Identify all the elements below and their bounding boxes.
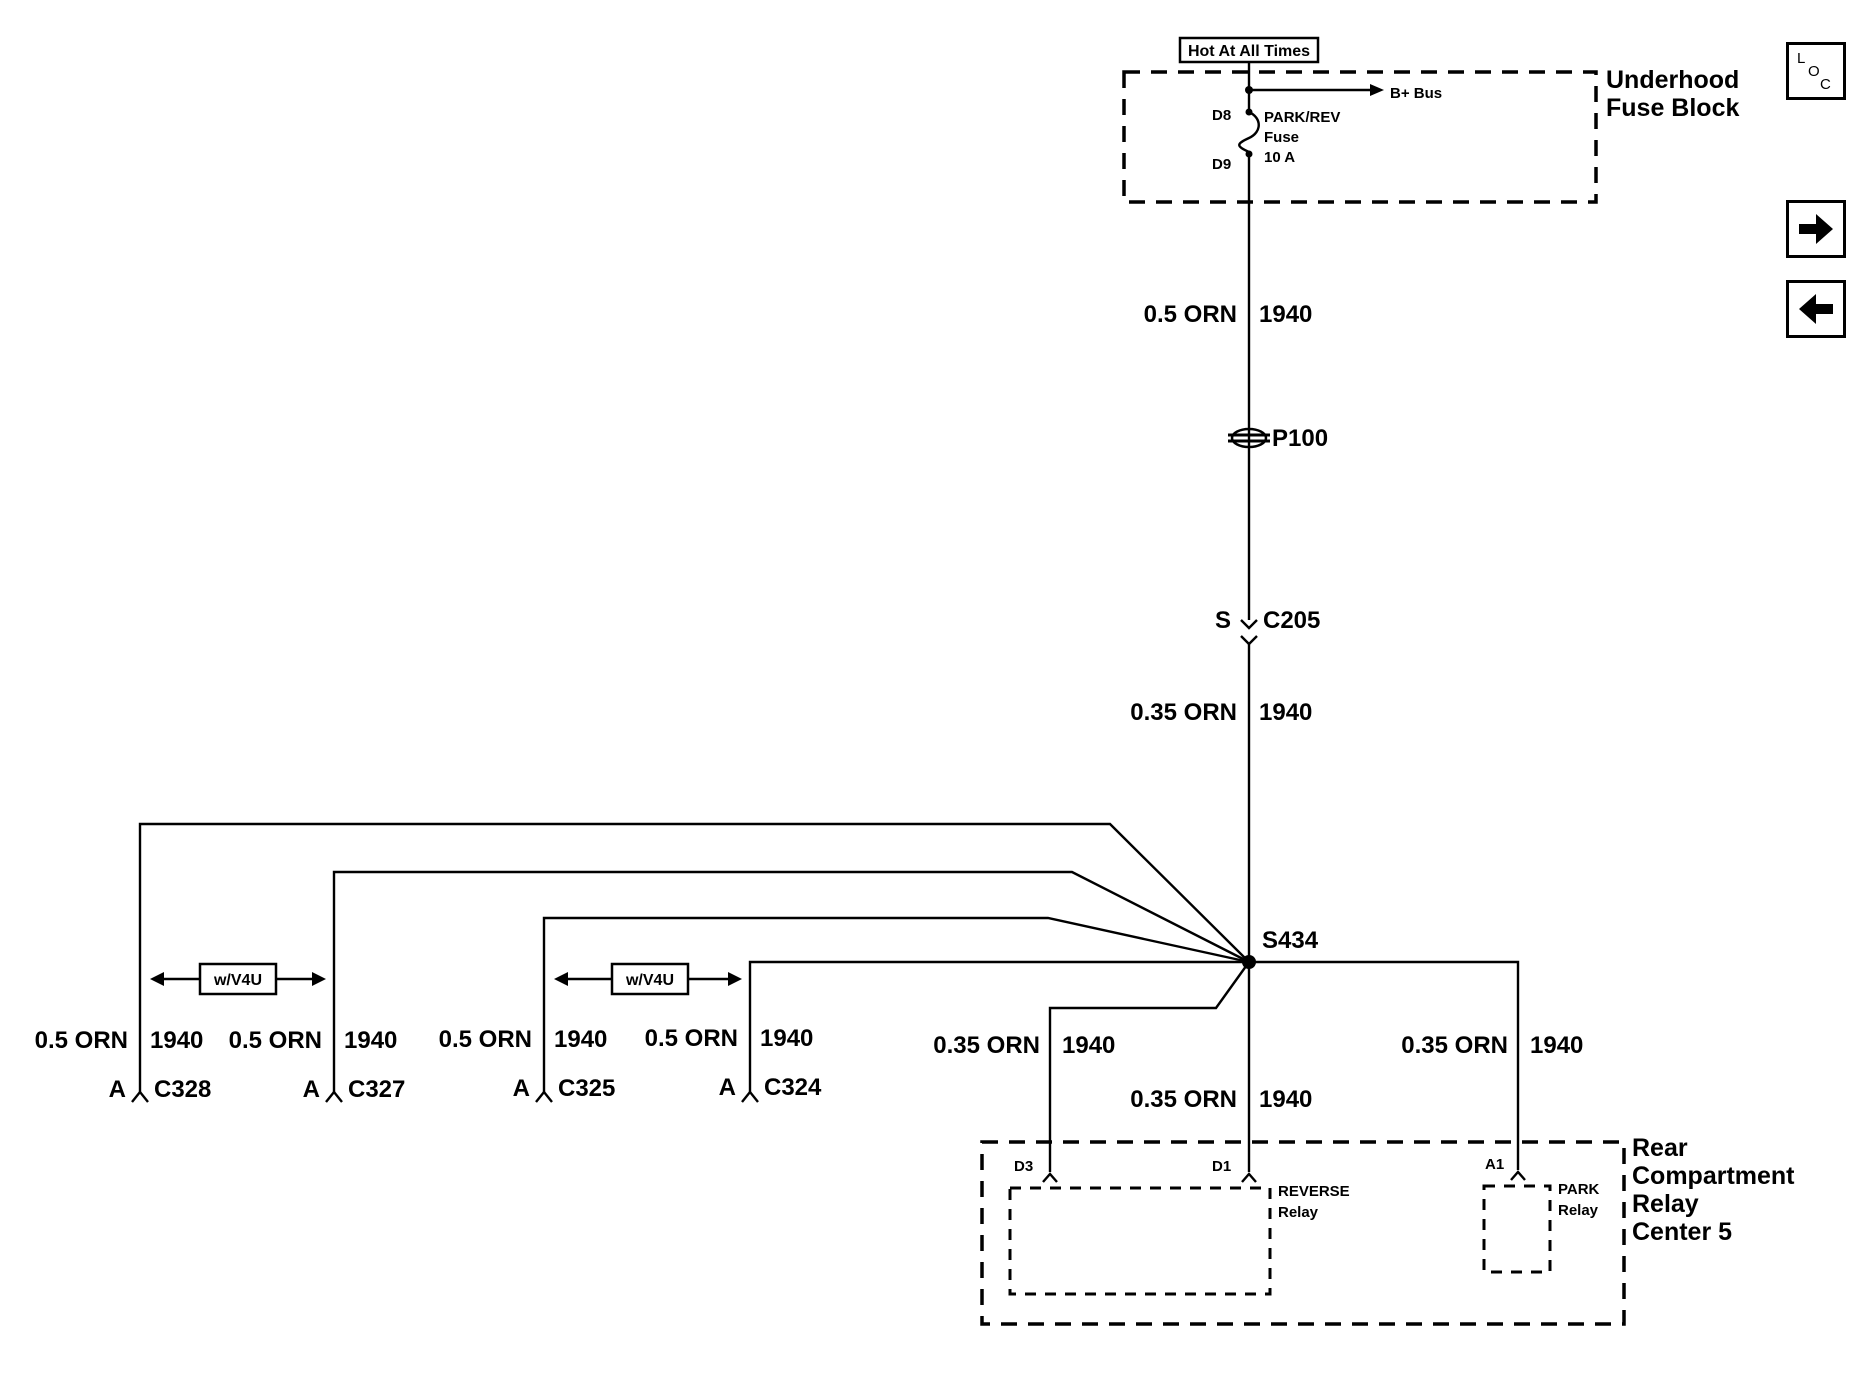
relay-center-name-line2: Compartment: [1632, 1162, 1795, 1190]
arrow-left-icon: [1799, 294, 1833, 324]
c205-name: C205: [1263, 607, 1320, 634]
relay-wire-a1-circuit: 1940: [1530, 1032, 1583, 1059]
fuse-pin-d8: D8: [1212, 107, 1231, 124]
connector-c328-name: C328: [154, 1076, 211, 1103]
relay-wire-a1-gauge: 0.35 ORN: [1401, 1032, 1508, 1059]
relay-wire-d1-circuit: 1940: [1259, 1086, 1312, 1113]
branch-c324-gauge: 0.5 ORN: [645, 1025, 738, 1052]
fuse-type: Fuse: [1264, 129, 1299, 146]
option-label-2: w/V4U: [625, 972, 674, 989]
passthrough-label: P100: [1272, 425, 1328, 452]
branch-wire-c327: [332, 870, 1250, 1092]
branch-c328-circuit: 1940: [150, 1027, 203, 1054]
connector-c324-name: C324: [764, 1074, 822, 1101]
connector-c328-icon: [131, 1090, 149, 1103]
fuse-pin-d9: D9: [1212, 156, 1231, 173]
branch-c328-gauge: 0.5 ORN: [35, 1027, 128, 1054]
connector-c324-icon: [741, 1090, 759, 1103]
branch-wire-c324: [748, 960, 1249, 1092]
splice-s434-label: S434: [1262, 927, 1319, 954]
pin-d1-terminal-icon: [1241, 1172, 1257, 1183]
relay-wire-d3: [1048, 961, 1250, 1172]
bus-arrow-icon: [1370, 84, 1384, 96]
relay-center-outline: [980, 1140, 1626, 1326]
reverse-relay-name: REVERSE: [1278, 1183, 1350, 1200]
park-relay-type: Relay: [1558, 1202, 1599, 1219]
branch-c327-circuit: 1940: [344, 1027, 397, 1054]
relay-center-name-line4: Center 5: [1632, 1218, 1732, 1246]
next-page-button[interactable]: [1786, 200, 1846, 258]
trunk-wire1-gauge: 0.5 ORN: [1144, 301, 1237, 328]
reverse-relay-outline: [1008, 1186, 1272, 1296]
trunk-wire2-circuit: 1940: [1259, 699, 1312, 726]
passthrough-grommet-icon: [1228, 427, 1270, 449]
locator-letter-o: O: [1808, 63, 1820, 80]
relay-center-name-line1: Rear: [1632, 1134, 1688, 1162]
branch-c327-gauge: 0.5 ORN: [229, 1027, 322, 1054]
option-marker-1: [150, 962, 326, 996]
fuse-rating: 10 A: [1264, 149, 1295, 166]
park-relay-outline: [1482, 1184, 1552, 1274]
pin-a1-label: A1: [1485, 1156, 1504, 1173]
relay-wire-d1-gauge: 0.35 ORN: [1130, 1086, 1237, 1113]
locator-letter-c: C: [1820, 76, 1831, 93]
fuse-icon: [1238, 110, 1260, 154]
trunk-wire2-gauge: 0.35 ORN: [1130, 699, 1237, 726]
fuse-block-name-line2: Fuse Block: [1606, 94, 1739, 122]
connector-c325-pin: A: [513, 1075, 530, 1102]
pin-d3-label: D3: [1014, 1158, 1033, 1175]
connector-c325-icon: [535, 1090, 553, 1103]
branch-c325-circuit: 1940: [554, 1026, 607, 1053]
connector-c325-name: C325: [558, 1075, 615, 1102]
connector-c324-pin: A: [719, 1074, 736, 1101]
branch-c325-gauge: 0.5 ORN: [439, 1026, 532, 1053]
pin-d3-terminal-icon: [1042, 1172, 1058, 1183]
pin-d1-label: D1: [1212, 1158, 1231, 1175]
arrow-right-icon: [1799, 214, 1833, 244]
relay-wire-a1: [1249, 960, 1520, 1170]
bus-label: B+ Bus: [1390, 85, 1442, 102]
relay-wire-d3-circuit: 1940: [1062, 1032, 1115, 1059]
c205-connector-icon: [1240, 619, 1258, 646]
reverse-relay-type: Relay: [1278, 1204, 1319, 1221]
component-locator-button[interactable]: L O C: [1786, 42, 1846, 100]
branch-wire-c328: [138, 822, 1250, 1092]
relay-wire-d3-gauge: 0.35 ORN: [933, 1032, 1040, 1059]
previous-page-button[interactable]: [1786, 280, 1846, 338]
connector-c327-icon: [325, 1090, 343, 1103]
fuse-block-name-line1: Underhood: [1606, 66, 1739, 94]
connector-c327-name: C327: [348, 1076, 405, 1103]
hot-at-all-times-label: Hot At All Times: [1188, 43, 1310, 60]
pin-a1-terminal-icon: [1510, 1170, 1526, 1181]
park-relay-name: PARK: [1558, 1181, 1600, 1198]
branch-c324-circuit: 1940: [760, 1025, 813, 1052]
option-label-1: w/V4U: [213, 972, 262, 989]
option-marker-2: [554, 962, 742, 996]
fuse-name: PARK/REV: [1264, 109, 1340, 126]
locator-letter-l: L: [1797, 50, 1805, 67]
c205-pin: S: [1215, 607, 1231, 634]
underhood-fuse-block-outline: [1122, 70, 1598, 204]
branch-wire-c325: [542, 916, 1250, 1092]
relay-center-name-line3: Relay: [1632, 1190, 1699, 1218]
locator-icon: L O C: [1797, 50, 1831, 93]
connector-c327-pin: A: [303, 1076, 320, 1103]
trunk-wire1-circuit: 1940: [1259, 301, 1312, 328]
connector-c328-pin: A: [109, 1076, 126, 1103]
